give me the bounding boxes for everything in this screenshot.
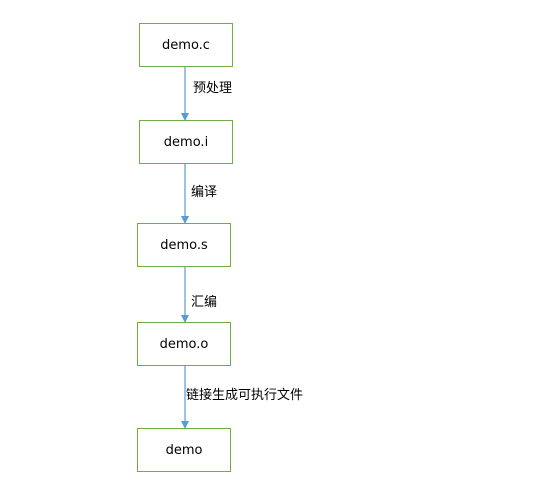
edge-label-assemble: 汇编 bbox=[191, 295, 218, 310]
edge-label-link: 链接生成可执行文件 bbox=[186, 388, 304, 403]
node-label: demo.i bbox=[163, 134, 209, 150]
node-demo-c: demo.c bbox=[139, 23, 233, 67]
node-demo: demo bbox=[137, 428, 231, 472]
node-demo-i: demo.i bbox=[139, 120, 233, 164]
node-label: demo bbox=[165, 442, 203, 458]
node-label: demo.s bbox=[160, 237, 208, 253]
node-demo-o: demo.o bbox=[137, 322, 231, 366]
edge-label-preprocess: 预处理 bbox=[193, 81, 233, 96]
node-demo-s: demo.s bbox=[137, 223, 231, 267]
node-label: demo.o bbox=[159, 336, 209, 352]
edge-label-compile: 编译 bbox=[191, 185, 218, 200]
node-label: demo.c bbox=[162, 37, 210, 53]
